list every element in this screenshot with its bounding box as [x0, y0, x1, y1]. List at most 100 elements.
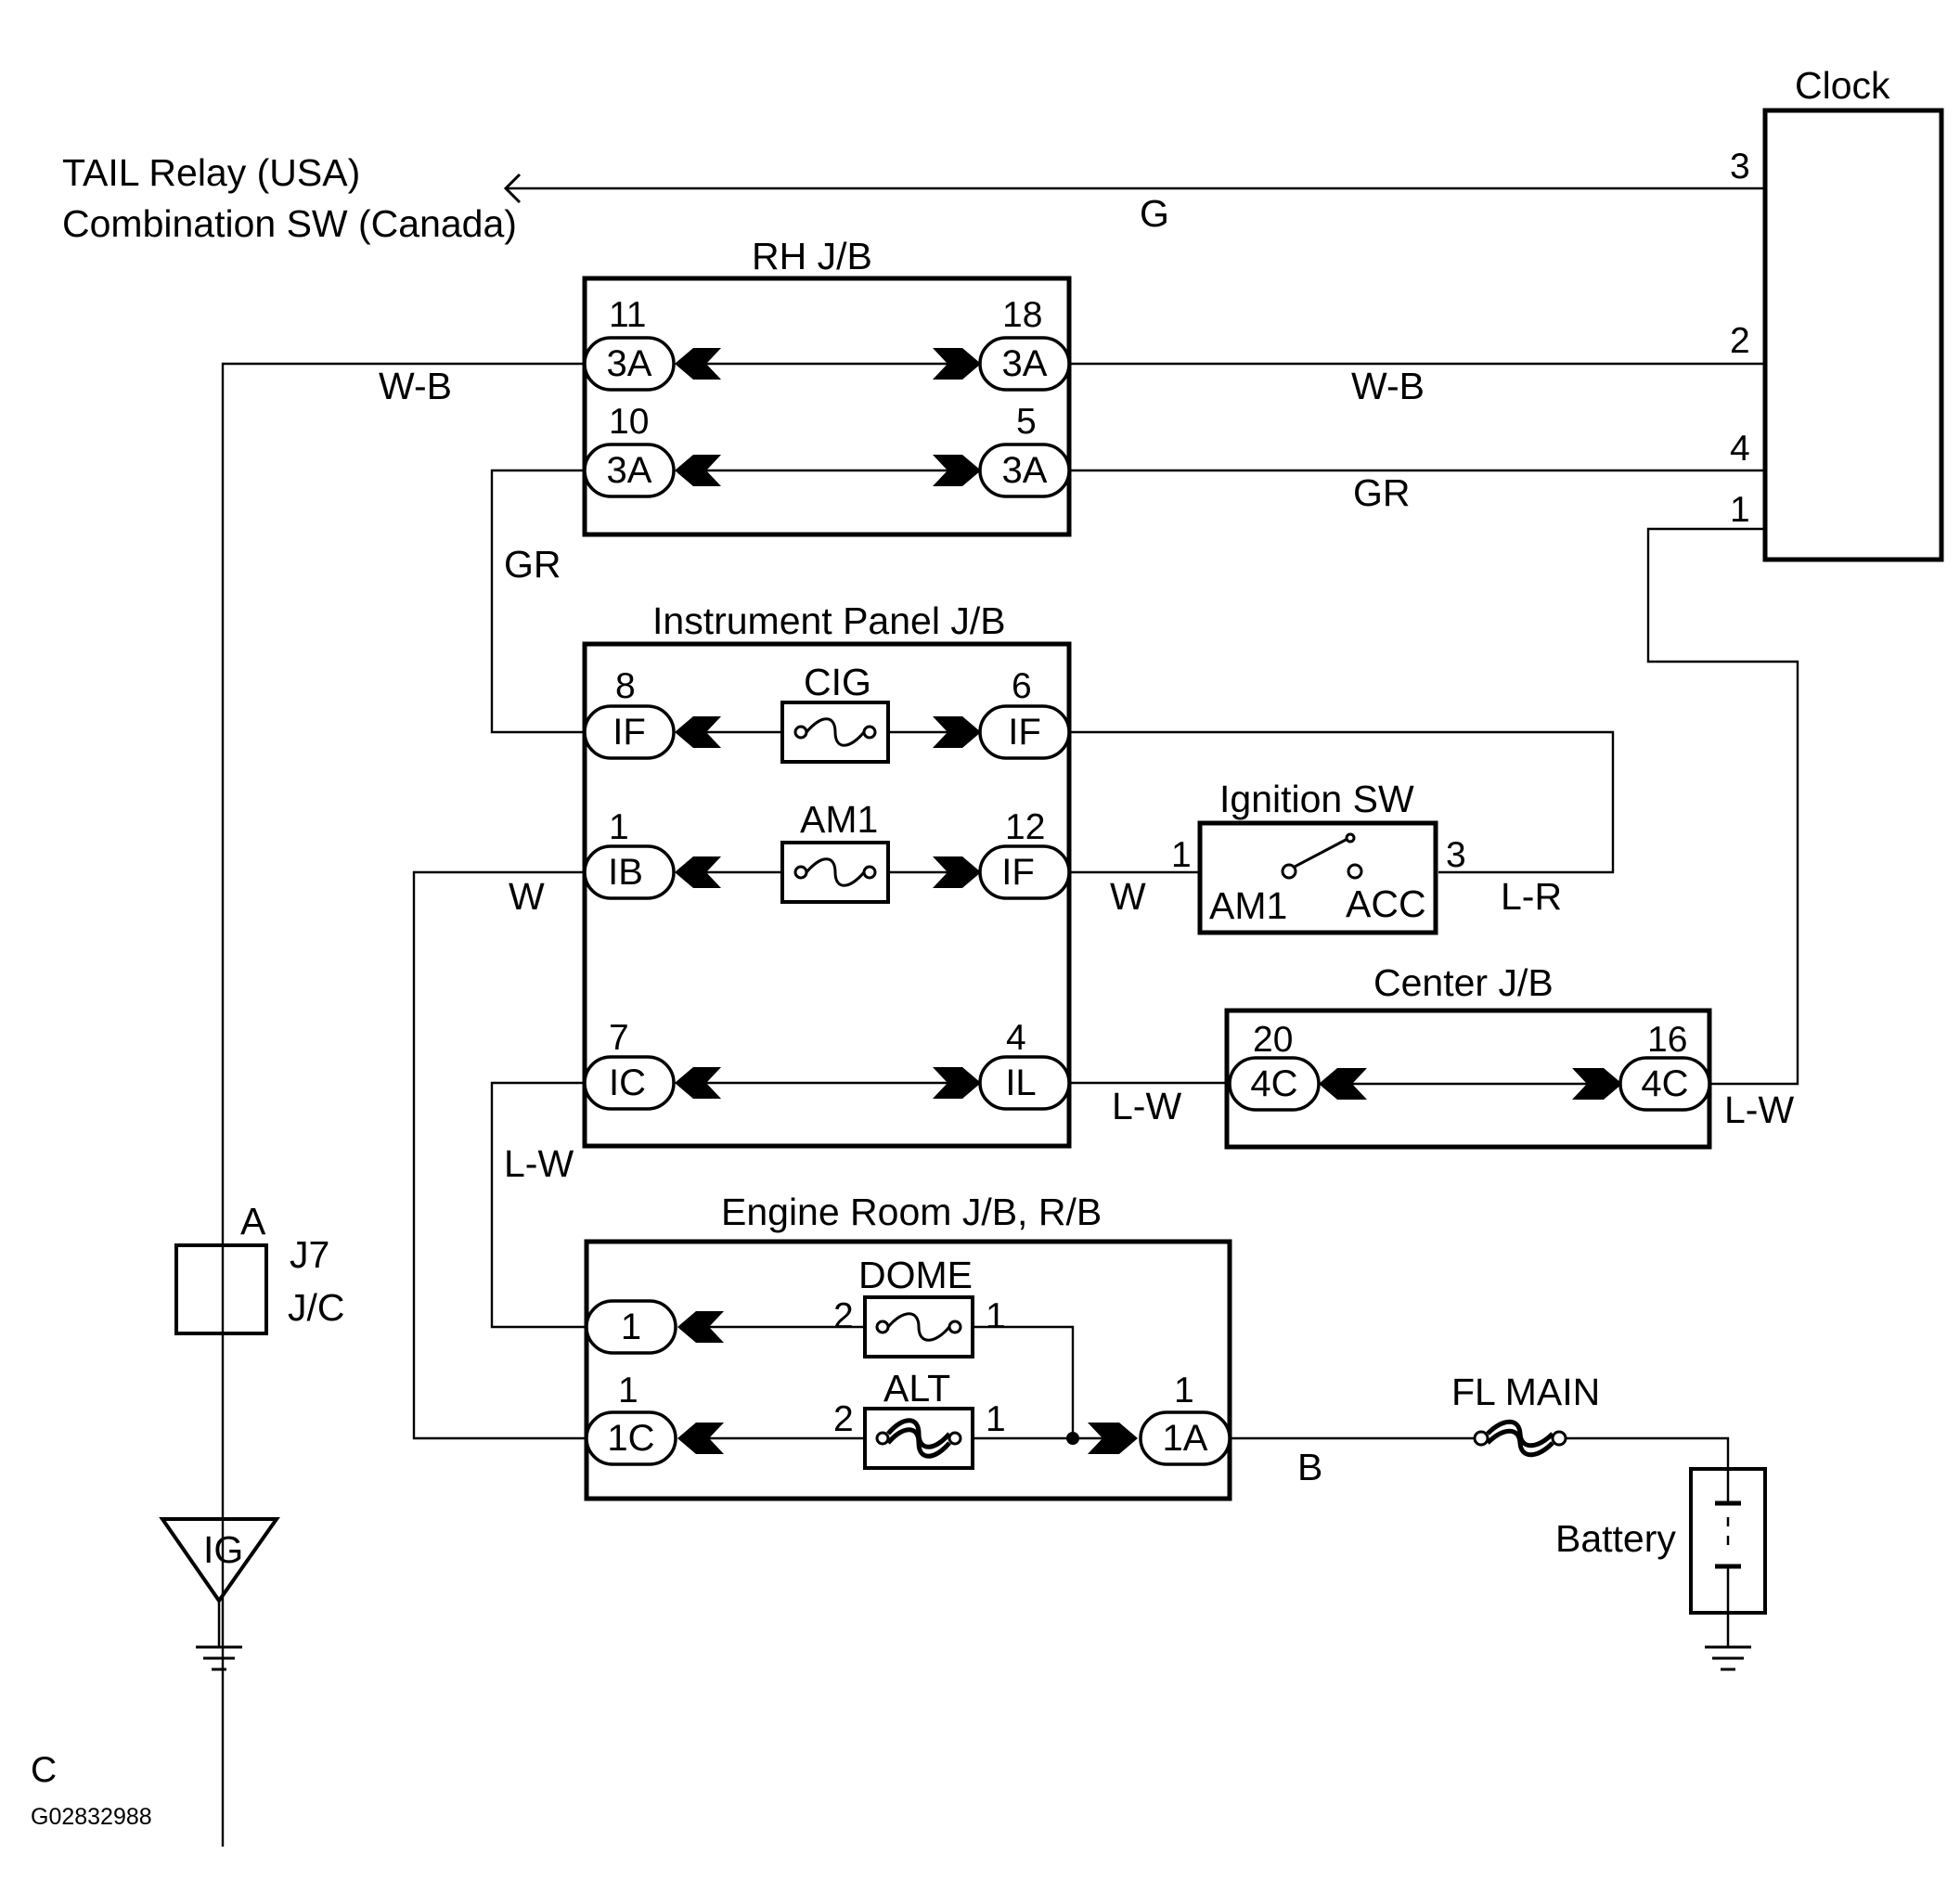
center-connector-20 — [1228, 1056, 1321, 1112]
fuse-alt-pin-1: 1 — [986, 1399, 1006, 1439]
fuse-alt-pin-2: 2 — [833, 1399, 854, 1439]
connector-arrow-icon — [675, 1067, 721, 1099]
center-connector-20-code: 4C — [1250, 1063, 1297, 1104]
fuse-cig-label: CIG — [804, 661, 871, 703]
wire-color-lw-left: L-W — [504, 1142, 574, 1185]
clock-label: Clock — [1795, 64, 1890, 107]
ip-connector-12-num: 12 — [1005, 807, 1045, 847]
ignition-sw-am1-label: AM1 — [1209, 884, 1287, 927]
figure-code: G02832988 — [31, 1804, 152, 1830]
wire-color-w-left: W — [509, 875, 545, 918]
combination-sw-label: Combination SW (Canada) — [62, 202, 517, 245]
connector-arrow-icon — [933, 716, 981, 748]
switch-contact-icon — [1281, 863, 1297, 880]
ig-label: IG — [203, 1528, 243, 1571]
wire-color-g: G — [1140, 192, 1169, 235]
wire-color-gr-left: GR — [504, 543, 561, 586]
junction-connector-j7: A J7 J/C IG — [159, 1200, 345, 1671]
battery-label: Battery — [1555, 1517, 1676, 1560]
er-connector-1c-code: 1C — [607, 1418, 654, 1459]
er-connector-1c-num: 1 — [618, 1371, 638, 1410]
wire-gr-left — [490, 469, 585, 734]
fuse-alt-icon — [863, 1407, 974, 1470]
connector-arrow-icon — [1319, 1068, 1367, 1100]
j7-a-mark: A — [240, 1200, 266, 1243]
clock-box — [1762, 108, 1944, 562]
switch-contact-icon — [1347, 863, 1363, 880]
fuse-dome-pin-2: 2 — [833, 1296, 854, 1336]
wire-color-lw-right: L-W — [1724, 1088, 1794, 1131]
ip-connector-12-code: IF — [1001, 852, 1035, 893]
rh-junction-block: RH J/B 3A 11 3A 18 3A 10 3A 5 — [582, 235, 1072, 537]
junction-dot-icon — [1066, 1432, 1079, 1445]
rh-jb-label: RH J/B — [752, 235, 872, 277]
wire-lw-clock — [1646, 527, 1799, 1086]
tail-arrow-icon — [503, 173, 522, 204]
fuse-dome-label: DOME — [858, 1254, 973, 1296]
connector-arrow-icon — [677, 1423, 724, 1454]
switch-lever-icon — [1294, 837, 1348, 869]
wire-lr — [1069, 730, 1615, 874]
fuse-cig-icon — [780, 701, 890, 764]
connector-arrow-icon — [933, 856, 981, 888]
wire-color-gr-right: GR — [1353, 471, 1411, 514]
connector-arrow-icon — [675, 455, 721, 486]
corner-letter: C — [31, 1750, 57, 1790]
rh-connector-18-num: 18 — [1002, 295, 1042, 335]
er-connector-1a-code: 1A — [1163, 1418, 1208, 1459]
ip-connector-1-code: IB — [608, 852, 643, 893]
ig-ground-triangle-icon — [159, 1517, 280, 1604]
ip-connector-6-code: IF — [1008, 712, 1041, 753]
ip-connector-4-code: IL — [1005, 1062, 1036, 1103]
rh-connector-5-code: 3A — [1002, 450, 1048, 491]
rh-connector-11-code: 3A — [607, 343, 652, 384]
center-connector-16 — [1618, 1056, 1711, 1112]
wire-lw-left — [490, 1081, 585, 1329]
wire-color-lr: L-R — [1501, 875, 1562, 918]
er-connector-1a-num: 1 — [1174, 1371, 1194, 1410]
wire-battery — [1566, 1436, 1730, 1469]
j7-box — [174, 1243, 268, 1335]
connector-arrow-icon — [1088, 1423, 1138, 1454]
ip-connector-8 — [583, 704, 676, 760]
connector-arrow-icon — [677, 1311, 724, 1343]
wire-color-b: B — [1297, 1446, 1322, 1488]
fuse-dome-pin-1: 1 — [986, 1296, 1006, 1336]
instrument-panel-wiring: L-R W W L-W L-W L-W — [412, 730, 1794, 1440]
connector-arrow-icon — [933, 1067, 981, 1099]
er-connector-dome-out-code: 1 — [621, 1307, 641, 1347]
wire-color-w-right: W — [1110, 875, 1146, 918]
wire-color-wb-right: W-B — [1351, 365, 1425, 407]
connector-arrow-icon — [1572, 1068, 1622, 1100]
wire-w-left — [412, 870, 585, 1440]
ignition-sw-label: Ignition SW — [1219, 778, 1414, 820]
tail-relay-label: TAIL Relay (USA) — [62, 151, 360, 194]
center-junction-block: Center J/B 4C 20 4C 16 — [1224, 961, 1712, 1150]
center-connector-16-num: 16 — [1647, 1020, 1687, 1060]
ip-connector-8-num: 8 — [615, 666, 636, 706]
ground-icon — [196, 1645, 242, 1671]
er-connector-1c — [585, 1410, 677, 1466]
clock-pin-3: 3 — [1730, 147, 1750, 187]
clock-pin-1: 1 — [1730, 490, 1750, 530]
wire-wb-left — [221, 362, 585, 1847]
battery-icon — [1715, 1469, 1741, 1647]
rh-jb-wiring: W-B W-B GR GR — [221, 362, 1799, 1847]
fuse-alt-label: ALT — [883, 1367, 950, 1410]
ignition-sw-pin-3: 3 — [1446, 835, 1466, 875]
instrument-panel-jb-label: Instrument Panel J/B — [652, 599, 1006, 642]
jc-label: J/C — [288, 1286, 345, 1329]
er-connector-dome-out — [585, 1299, 677, 1355]
connector-arrow-icon — [675, 856, 721, 888]
ip-connector-4-num: 4 — [1006, 1018, 1026, 1058]
clock-pin-4: 4 — [1730, 429, 1750, 469]
ip-connector-7-code: IC — [609, 1062, 646, 1103]
ip-connector-7-num: 7 — [609, 1018, 629, 1058]
connector-arrow-icon — [933, 455, 981, 486]
connector-arrow-icon — [675, 716, 721, 748]
tail-relay-circuit: TAIL Relay (USA) Combination SW (Canada)… — [62, 151, 1765, 245]
fuse-dome-icon — [863, 1295, 974, 1358]
clock-pin-2: 2 — [1730, 321, 1750, 361]
wire-color-wb-left: W-B — [379, 365, 452, 407]
